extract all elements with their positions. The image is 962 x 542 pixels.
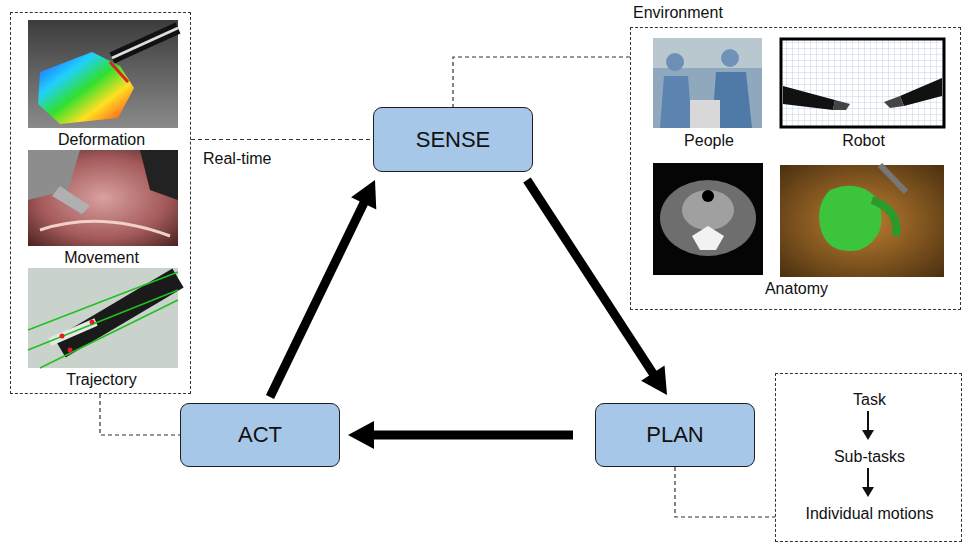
movement-image xyxy=(28,150,178,246)
box-label: SENSE xyxy=(416,127,491,153)
caption: People xyxy=(654,132,764,150)
arrow-head xyxy=(348,421,374,449)
caption: Anatomy xyxy=(631,280,962,298)
people-image xyxy=(653,38,762,128)
dashed-leader xyxy=(453,57,630,107)
box-label: ACT xyxy=(238,422,282,448)
flow-arrow xyxy=(270,202,365,397)
box-label: PLAN xyxy=(646,422,703,448)
caption: Individual motions xyxy=(776,505,962,523)
surgical-image xyxy=(780,165,944,277)
flow-arrow xyxy=(372,431,573,440)
dashed-leader xyxy=(191,139,373,140)
dashed-leader xyxy=(675,467,775,517)
robot-image xyxy=(781,39,944,127)
caption: Sub-tasks xyxy=(776,448,962,466)
image-panel: DeformationMovementTrajectory xyxy=(10,12,191,394)
caption: Deformation xyxy=(11,131,192,149)
deformation-image xyxy=(28,20,178,128)
arrow-head xyxy=(641,366,667,395)
process-box: SENSE xyxy=(373,107,533,172)
environment-panel: EnvironmentPeopleRobotAnatomy xyxy=(630,27,961,310)
task-panel: TaskSub-tasksIndividual motions xyxy=(775,373,962,542)
caption: Movement xyxy=(11,249,192,267)
process-box: PLAN xyxy=(595,403,755,467)
caption: Robot xyxy=(781,132,946,150)
edge-label: Real-time xyxy=(201,150,273,168)
arrow-head xyxy=(351,180,376,210)
ct-image xyxy=(653,163,763,275)
process-box: ACT xyxy=(180,403,340,467)
trajectory-image xyxy=(28,268,178,368)
caption: Environment xyxy=(633,4,723,22)
caption: Trajectory xyxy=(11,371,192,389)
flow-arrow xyxy=(527,180,654,375)
dashed-leader xyxy=(100,394,180,435)
caption: Task xyxy=(776,391,962,409)
